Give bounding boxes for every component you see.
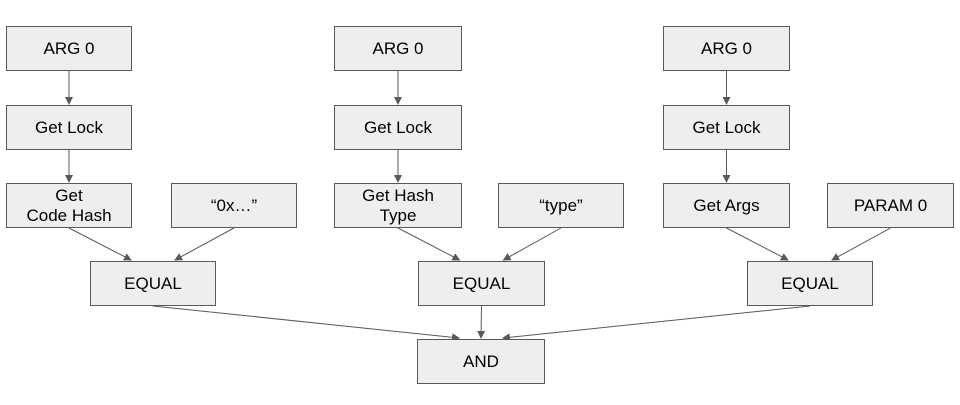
arg0-node: ARG 0 <box>6 26 132 71</box>
and-node: AND <box>417 339 545 384</box>
get-lock-node: Get Lock <box>663 105 790 150</box>
connector-arrow <box>502 227 562 261</box>
connector-arrow <box>726 227 789 261</box>
connector-arrow <box>68 227 132 261</box>
get-code-hash-node: Get Code Hash <box>6 183 132 228</box>
equal-node: EQUAL <box>418 261 545 306</box>
arg0-node: ARG 0 <box>663 26 790 71</box>
get-lock-node: Get Lock <box>334 105 462 150</box>
connector-arrow <box>152 305 460 342</box>
connector-arrow <box>502 305 811 342</box>
equal-node: EQUAL <box>747 261 873 306</box>
get-args-node: Get Args <box>663 183 790 228</box>
connector-arrow <box>174 227 235 261</box>
equal-node: EQUAL <box>90 261 216 306</box>
get-lock-node: Get Lock <box>6 105 132 150</box>
connector-arrow <box>831 227 891 261</box>
param0-node: PARAM 0 <box>827 183 954 228</box>
arg0-node: ARG 0 <box>334 26 462 71</box>
type-constant-node: “type” <box>498 183 624 228</box>
connector-arrow <box>477 305 486 339</box>
hash-constant-node: “0x…” <box>171 183 297 228</box>
connector-arrow <box>397 227 461 261</box>
get-hash-type-node: Get Hash Type <box>334 183 462 228</box>
